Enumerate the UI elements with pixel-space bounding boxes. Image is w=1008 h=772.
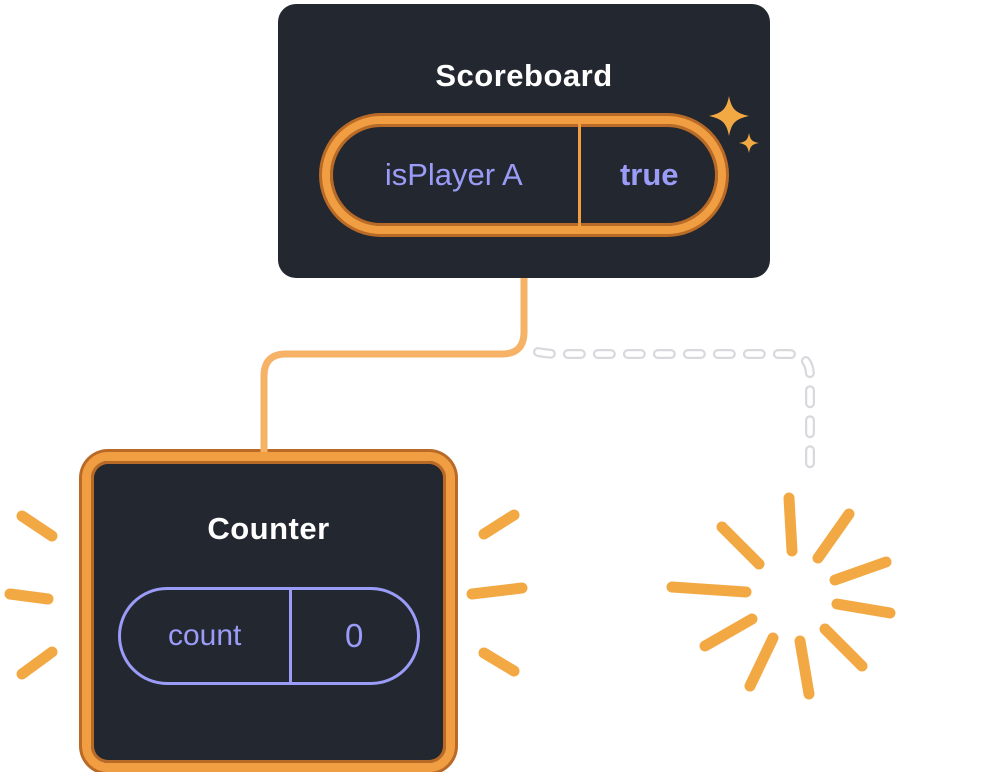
emphasis-rays-right-icon <box>466 509 528 677</box>
pill-divider <box>577 124 581 226</box>
emphasis-rays-left-icon <box>4 510 58 680</box>
counter-component: Counter count 0 <box>82 452 455 772</box>
solid-connector-line <box>260 278 528 452</box>
scoreboard-title: Scoreboard <box>435 58 613 93</box>
poof-burst-icon <box>666 492 896 700</box>
dashed-connector-line <box>533 347 815 473</box>
pill-divider <box>288 590 292 682</box>
scoreboard-component: Scoreboard isPlayer A true <box>278 4 770 278</box>
counter-state-key: count <box>167 619 242 652</box>
scoreboard-state-pill: isPlayer A true <box>322 116 726 234</box>
counter-state-pill: count 0 <box>117 587 420 685</box>
counter-title: Counter <box>207 511 330 546</box>
scoreboard-state-key: isPlayer A <box>384 157 523 192</box>
counter-state-value: 0 <box>344 617 364 654</box>
scoreboard-state-value: true <box>619 157 679 192</box>
